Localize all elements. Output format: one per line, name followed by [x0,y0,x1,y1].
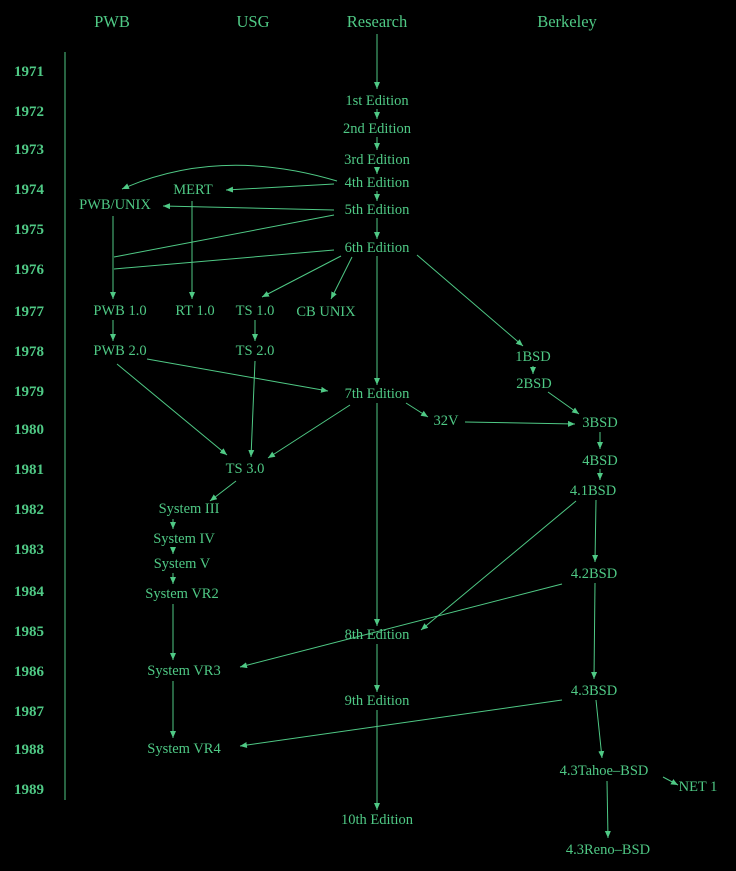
year-label-1971: 1971 [14,64,44,80]
node-3bsd: 3BSD [582,415,617,431]
node-5th-edition: 5th Edition [345,202,411,218]
node-ts-1-0: TS 1.0 [236,303,275,319]
edge-4-2bsd-to-4-3bsd [591,582,598,680]
node-pwb-1-0: PWB 1.0 [93,303,146,319]
column-header-research: Research [347,12,408,31]
year-label-1978: 1978 [14,344,44,360]
year-label-1981: 1981 [14,462,44,478]
edge-pwb-2-0-to-ts-3-0 [116,363,228,456]
node-system-vr4: System VR4 [147,741,221,757]
year-label-1983: 1983 [14,542,44,558]
node-mert: MERT [173,182,213,198]
edge-4-3tahoe-bsd-to-net-1 [662,776,679,786]
column-header-berkeley: Berkeley [537,12,597,31]
edge-pwb-2-0-to-7th-edition [146,358,329,393]
edge-4-3tahoe-bsd-to-4-3reno-bsd [604,780,611,839]
year-label-1974: 1974 [14,182,45,198]
node-rt-1-0: RT 1.0 [175,303,214,319]
node-4-3bsd: 4.3BSD [571,683,617,699]
node-cb-unix: CB UNIX [296,304,356,320]
edge-5th-edition-to-pwb-unix [162,203,335,211]
year-label-1984: 1984 [14,584,45,600]
edge-5th-edition-to-pwb-line-merge [113,214,335,258]
edge-ts-3-0-to-system-iii [209,480,237,502]
edge-6th-edition-to-cb-unix [330,256,353,300]
node-1st-edition: 1st Edition [345,93,409,109]
column-header-usg: USG [236,12,269,31]
node-system-iv: System IV [153,531,215,547]
node-pwb-2-0: PWB 2.0 [93,343,146,359]
node-32v: 32V [434,413,460,429]
year-label-1985: 1985 [14,624,44,640]
edge-7th-edition-to-32v [405,402,429,418]
node-pwb-unix: PWB/UNIX [79,197,151,213]
edge-4-3bsd-to-4-3tahoe-bsd [595,699,605,759]
year-label-1975: 1975 [14,222,44,238]
edge-6th-edition-to-1bsd [416,254,524,347]
year-label-1973: 1973 [14,142,44,158]
node-4-2bsd: 4.2BSD [571,566,617,582]
node-6th-edition: 6th Edition [345,240,411,256]
node-ts-2-0: TS 2.0 [236,343,275,359]
node-9th-edition: 9th Edition [345,693,411,709]
edge-4-1bsd-to-4-2bsd [592,499,599,563]
year-label-1972: 1972 [14,104,44,120]
year-label-1982: 1982 [14,502,44,518]
edge-32v-to-3bsd [464,420,576,427]
node-2bsd: 2BSD [516,376,551,392]
node-2nd-edition: 2nd Edition [343,121,412,137]
node-4th-edition: 4th Edition [345,175,411,191]
node-3rd-edition: 3rd Edition [344,152,410,168]
edge-4-2bsd-to-system-vr3 [239,583,563,669]
edge-4th-edition-to-pwb-unix [121,164,338,190]
node-4-3tahoe-bsd: 4.3Tahoe–BSD [560,763,649,779]
node-ts-3-0: TS 3.0 [226,461,265,477]
year-label-1988: 1988 [14,742,44,758]
node-system-vr2: System VR2 [145,586,218,602]
node-10th-edition: 10th Edition [341,812,414,828]
node-system-vr3: System VR3 [147,663,220,679]
year-label-1976: 1976 [14,262,45,278]
node-net-1: NET 1 [679,779,718,795]
node-4-1bsd: 4.1BSD [570,483,616,499]
node-4bsd: 4BSD [582,453,617,469]
year-label-1986: 1986 [14,664,45,680]
year-label-1979: 1979 [14,384,44,400]
column-header-pwb: PWB [94,12,130,31]
node-7th-edition: 7th Edition [345,386,411,402]
edge-ts-2-0-to-ts-3-0 [248,360,256,458]
edge-6th-edition-to-ts-1-0 [261,255,342,298]
node-system-v: System V [154,556,211,572]
node-4-3reno-bsd: 4.3Reno–BSD [566,842,650,858]
node-1bsd: 1BSD [515,349,550,365]
node-8th-edition: 8th Edition [345,627,411,643]
edge-4th-edition-to-mert [225,183,335,193]
year-label-1987: 1987 [14,704,45,720]
edge-6th-edition-to-pwb-line-merge [113,249,335,270]
edge-4-3bsd-to-system-vr4 [239,699,563,748]
edge-7th-edition-to-ts-3-0 [267,404,351,459]
edge-4-1bsd-to-8th-edition [420,500,577,631]
year-label-1977: 1977 [14,304,45,320]
year-label-1989: 1989 [14,782,44,798]
node-system-iii: System III [159,501,220,517]
year-label-1980: 1980 [14,422,44,438]
edge-2bsd-to-3bsd [547,391,580,415]
